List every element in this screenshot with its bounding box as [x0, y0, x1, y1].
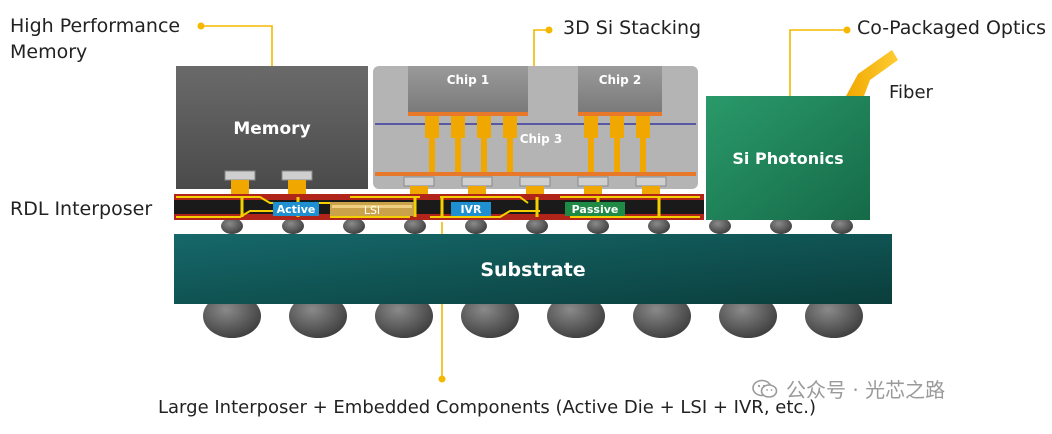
embedded-active-badge: [273, 202, 319, 216]
photonics-block: [706, 96, 870, 220]
embedded-ivr-badge: [451, 202, 491, 216]
fiber-label: Fiber: [889, 82, 933, 103]
hpm-label-line2: Memory: [10, 40, 88, 63]
memory-bumps: [224, 170, 313, 194]
chip2-label: Chip 2: [599, 73, 642, 87]
substrate-block: [174, 234, 892, 304]
callout-line-cpo: [789, 29, 847, 96]
embedded-lsi-label: LSI: [364, 204, 380, 217]
callout-line-3d-stacking: [533, 29, 549, 66]
memory-block: [176, 66, 368, 189]
interposer-bumps: [221, 218, 853, 234]
chip2-block: [578, 66, 662, 112]
memory-label: Memory: [233, 119, 310, 139]
callout-line-hpm: [201, 25, 273, 66]
hpm-label: High Performance Memory: [10, 14, 180, 65]
chip1-label: Chip 1: [447, 73, 490, 87]
watermark: 公众号 · 光芯之路: [752, 374, 945, 403]
cpo-label: Co-Packaged Optics: [857, 17, 1047, 39]
callout-dot-3d-stacking: [545, 26, 553, 34]
si-stacking-label: 3D Si Stacking: [563, 17, 702, 39]
embedded-active-label: Active: [277, 203, 316, 216]
bga-balls: [203, 294, 863, 338]
chip3-label: Chip 3: [520, 132, 563, 146]
watermark-text: 公众号 · 光芯之路: [786, 378, 946, 402]
photonics-label: Si Photonics: [732, 149, 843, 168]
3d-stack: Chip 1 Chip 2 Chip 3: [373, 66, 698, 194]
embedded-passive-badge: [565, 202, 625, 216]
wechat-icon: [752, 379, 778, 398]
embedded-passive-label: Passive: [572, 203, 619, 216]
embedded-ivr-label: IVR: [460, 203, 482, 216]
fiber-shape: [846, 50, 898, 96]
callout-dots: [197, 22, 851, 383]
callout-dot-embedded: [438, 375, 446, 383]
callout-dot-hpm: [197, 22, 205, 30]
chip1-block: [408, 66, 528, 112]
rdl-interposer-label: RDL Interposer: [10, 198, 153, 220]
hpm-label-line1: High Performance: [10, 15, 181, 37]
bottom-caption: Large Interposer + Embedded Components (…: [158, 397, 817, 418]
substrate-label: Substrate: [480, 259, 585, 281]
rdl-interposer: Active LSI IVR Passive: [174, 194, 704, 220]
callout-dot-cpo: [843, 26, 851, 34]
